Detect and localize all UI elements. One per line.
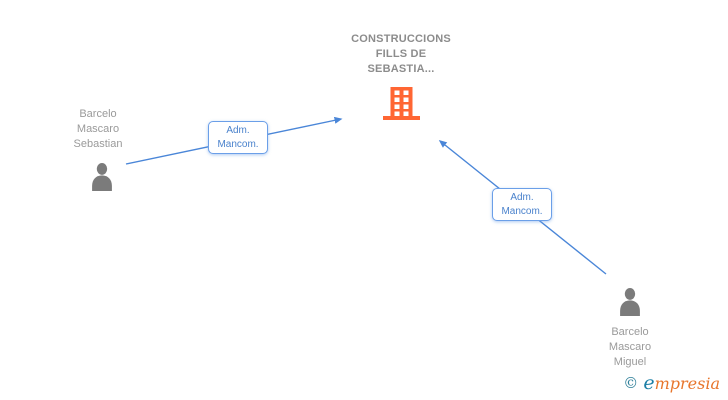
brand-initial: e <box>643 372 655 394</box>
person-name-line: Sebastian <box>73 138 123 150</box>
person-name-line: Barcelo <box>611 326 649 338</box>
company-node-label[interactable]: CONSTRUCCIONS FILLS DE SEBASTIA... <box>310 32 492 77</box>
edge-label-line: Mancom. <box>217 138 259 150</box>
company-name-line: CONSTRUCCIONS <box>351 33 451 45</box>
edge-label-line: Adm. <box>510 191 534 203</box>
edge-label-line: Adm. <box>226 124 250 136</box>
person-name-line: Mascaro <box>608 341 652 353</box>
person-node-label-sebastian[interactable]: Barcelo Mascaro Sebastian <box>33 107 163 152</box>
person-icon-sebastian[interactable] <box>89 163 115 191</box>
company-name-line: SEBASTIA... <box>367 63 435 75</box>
empresia-watermark-logo[interactable]: © empresia <box>623 374 720 393</box>
copyright-icon: © <box>623 374 639 392</box>
brand-name: mpresia <box>654 374 720 393</box>
edge-label-adm-mancom-left[interactable]: Adm. Mancom. <box>208 121 268 154</box>
edge-label-line: Mancom. <box>501 205 543 217</box>
person-name-line: Barcelo <box>79 108 117 120</box>
company-name-line: FILLS DE <box>375 48 427 60</box>
person-node-label-miguel[interactable]: Barcelo Mascaro Miguel <box>565 325 695 370</box>
person-name-line: Mascaro <box>76 123 120 135</box>
person-name-line: Miguel <box>613 356 647 368</box>
company-building-icon[interactable] <box>383 87 420 120</box>
edge-label-adm-mancom-right[interactable]: Adm. Mancom. <box>492 188 552 221</box>
person-icon-miguel[interactable] <box>617 288 643 316</box>
